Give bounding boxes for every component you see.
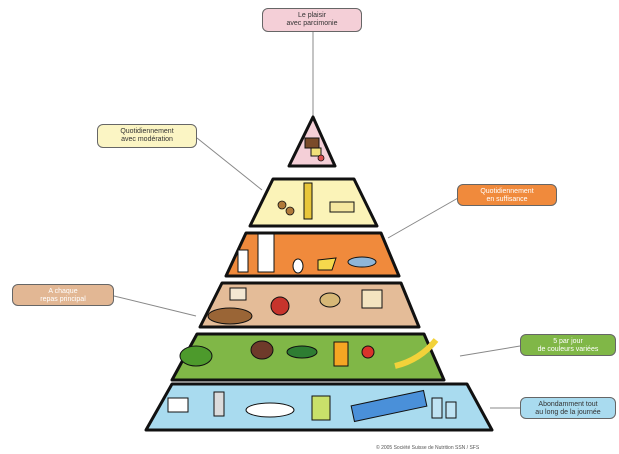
connector-tan [113,295,197,317]
level-orange [224,231,401,278]
cake-icon [310,147,322,157]
cabbage-icon [250,340,274,360]
label-drinks: Abondamment tout au long de la journée [520,397,616,419]
fish-icon [347,256,377,268]
oil-bottle-icon [303,182,313,220]
milk-carton-icon [257,233,275,273]
chocolate-bar-icon [304,137,320,149]
drinks-items [167,389,457,423]
connector-green [459,345,521,357]
level-yellow [248,177,379,228]
label-grains: A chaque repas principal [12,284,114,306]
connector-orange [387,197,459,239]
egg-icon [292,258,304,274]
teacup-icon [167,397,189,413]
candy-icon [317,154,325,162]
nuts-icon-2 [285,206,295,216]
apple-bowl-icon [270,296,290,316]
water-tap-icon [213,391,225,417]
sweets-items [304,137,325,162]
glass-of-milk-icon [237,249,249,273]
glass-icon [431,397,443,419]
butter-icon [329,201,355,213]
lettuce-icon [179,345,213,367]
fruit-veg-items [179,338,439,369]
glass-icon-2 [445,401,457,419]
fats-items [277,182,355,220]
copyright-text: © 2005 Société Suisse de Nutrition SSN /… [376,445,480,451]
label-dairy-protein: Quotidiennement en suffisance [457,184,557,206]
tomato-icon [361,345,375,359]
label-sweets: Le plaisir avec parcimonie [262,8,362,32]
banana-icon [394,338,439,369]
soup-bowl-icon [245,402,295,418]
nuts-icon [277,200,287,210]
dairy-protein-items [237,233,377,274]
pasta-bag-icon [361,289,383,309]
connector-yellow [196,137,263,191]
water-bottle-icon [350,389,428,423]
leek-icon [286,345,318,359]
bread-icon [207,307,253,325]
cheese-icon [317,257,337,271]
cereal-box-icon [229,287,247,301]
connector-lines [113,32,521,409]
tea-glass-icon [311,395,331,421]
potatoes-icon [319,292,341,308]
label-fruit-veg: 5 par jour de couleurs variées [520,334,616,356]
grains-items [207,287,383,325]
juice-glass-icon [333,341,349,367]
label-fats: Quotidiennement avec modération [97,124,197,148]
